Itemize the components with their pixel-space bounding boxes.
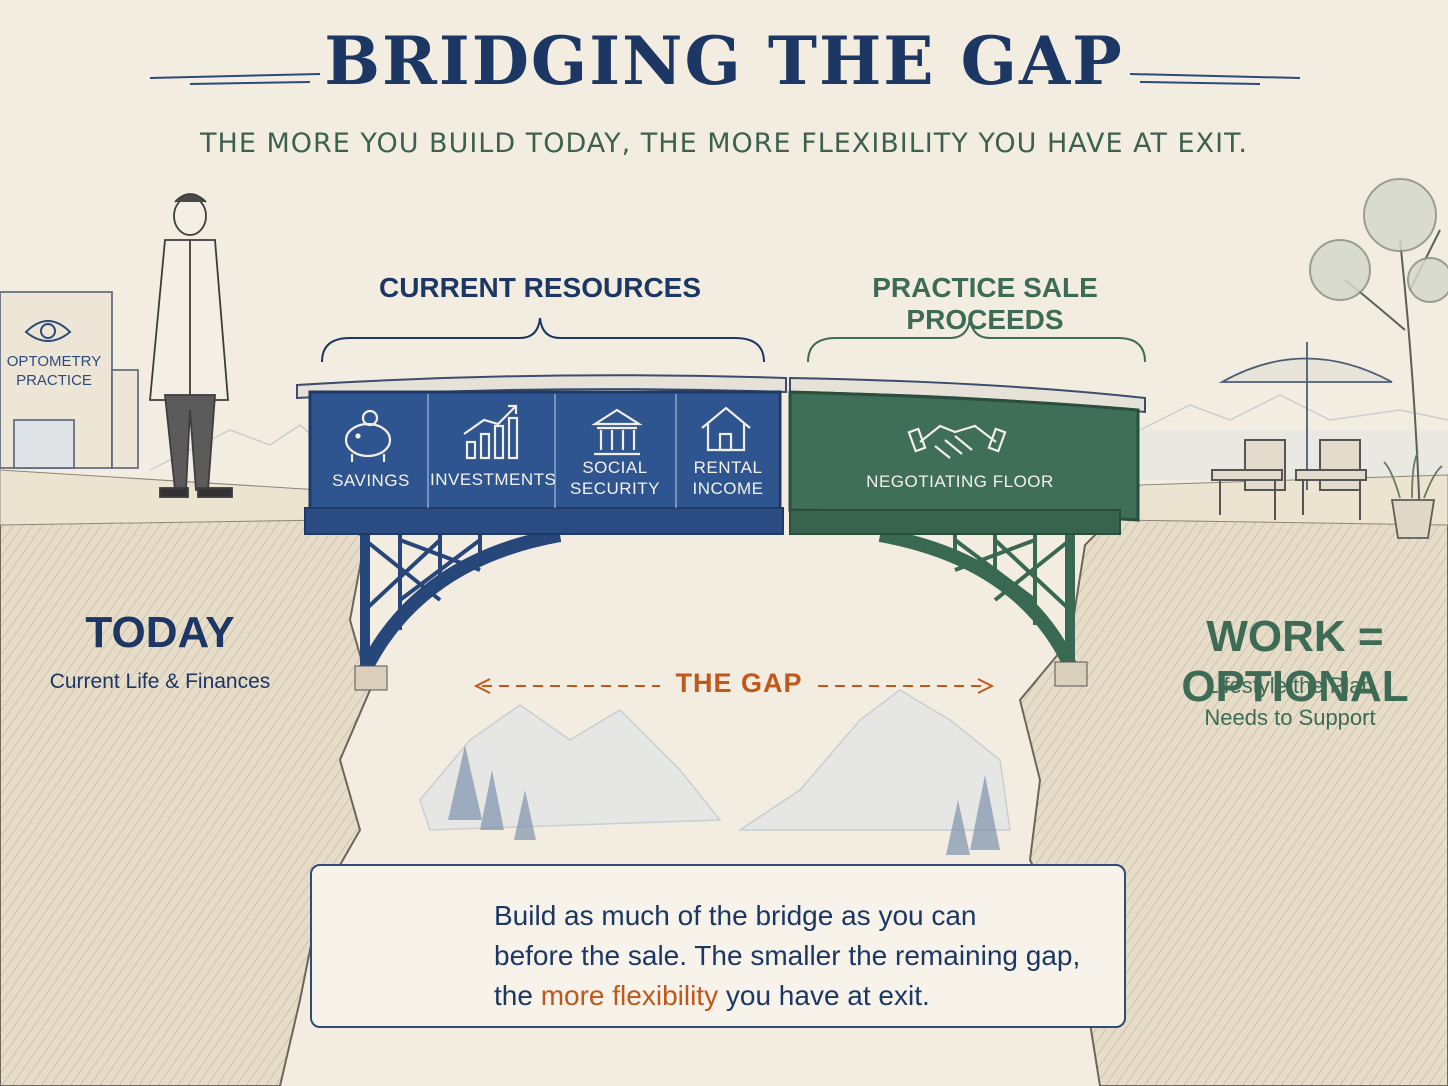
segment-savings-label: SAVINGS (332, 471, 410, 490)
valley-mountains (419, 689, 1011, 831)
callout-line-3: the more flexibility you have at exit. (494, 976, 1104, 1016)
sign-line-1: OPTOMETRY (6, 353, 102, 370)
bridge-truss-right (878, 528, 1077, 669)
callout-line-3-post: you have at exit. (718, 980, 930, 1011)
work-optional-subtitle: Lifestyle the Plan Needs to Support (1170, 670, 1410, 734)
today-subtitle: Current Life & Finances (49, 670, 271, 693)
segment-rental-income-line-1: RENTAL (693, 458, 763, 477)
growth-chart-icon (463, 404, 519, 460)
today-title: TODAY (85, 608, 235, 657)
practice-sale-proceeds-label: PRACTICE SALE PROCEEDS (872, 272, 1098, 335)
gap-arrow (473, 678, 995, 694)
left-pier-block (354, 665, 388, 691)
current-resources-label: CURRENT RESOURCES (378, 272, 702, 303)
optometry-sign: OPTOMETRY PRACTICE (4, 352, 104, 390)
bank-building-icon (591, 408, 643, 456)
segment-investments-label: INVESTMENTS (430, 470, 557, 489)
pine-trees (448, 745, 1000, 855)
segment-social-security: SOCIAL SECURITY (557, 457, 673, 499)
right-pier-block (1054, 661, 1088, 687)
segment-rental-income-line-2: INCOME (692, 479, 764, 498)
bridge-span-current (308, 390, 782, 512)
callout-line-1: Build as much of the bridge as you can (494, 900, 977, 931)
work-optional-title: WORK = OPTIONAL (1181, 612, 1409, 711)
page-title: BRIDGING THE GAP (324, 22, 1124, 100)
brace-proceeds (807, 317, 1146, 363)
segment-investments: INVESTMENTS (430, 469, 557, 490)
callout-accent: more flexibility (540, 980, 719, 1011)
piggy-bank-icon (344, 409, 392, 462)
tree (1309, 178, 1448, 521)
work-optional-line-1: Lifestyle the Plan (1206, 673, 1374, 698)
patio-umbrella (1218, 342, 1393, 490)
brace-current (321, 317, 765, 363)
segment-rental-income: RENTAL INCOME (678, 457, 778, 499)
work-optional-line-2: Needs to Support (1204, 705, 1376, 730)
distant-lake (1140, 430, 1448, 480)
callout-line-2: before the sale. The smaller the remaini… (494, 940, 1081, 971)
segment-savings: SAVINGS (315, 470, 427, 491)
adirondack-chairs (1211, 439, 1367, 520)
callout-box (310, 864, 1126, 1028)
handshake-icon (907, 424, 1007, 459)
callout-line-3-pre: the (494, 980, 541, 1011)
optometry-building (0, 291, 139, 469)
bridge-span-proceeds (788, 390, 1140, 522)
eye-icon (24, 320, 72, 342)
standing-figure (149, 193, 233, 498)
potted-plant (1383, 451, 1443, 539)
segment-social-security-line-1: SOCIAL (582, 458, 648, 477)
segment-negotiating-floor: NEGOTIATING FLOOR (866, 472, 1054, 491)
gap-label: THE GAP (675, 668, 803, 698)
sign-line-2: PRACTICE (16, 372, 92, 389)
segment-social-security-line-2: SECURITY (570, 479, 660, 498)
bridge-truss-left (358, 528, 562, 674)
house-icon (701, 406, 751, 452)
page-subtitle: THE MORE YOU BUILD TODAY, THE MORE FLEXI… (200, 128, 1248, 159)
callout-text: Build as much of the bridge as you can b… (494, 896, 1104, 1016)
